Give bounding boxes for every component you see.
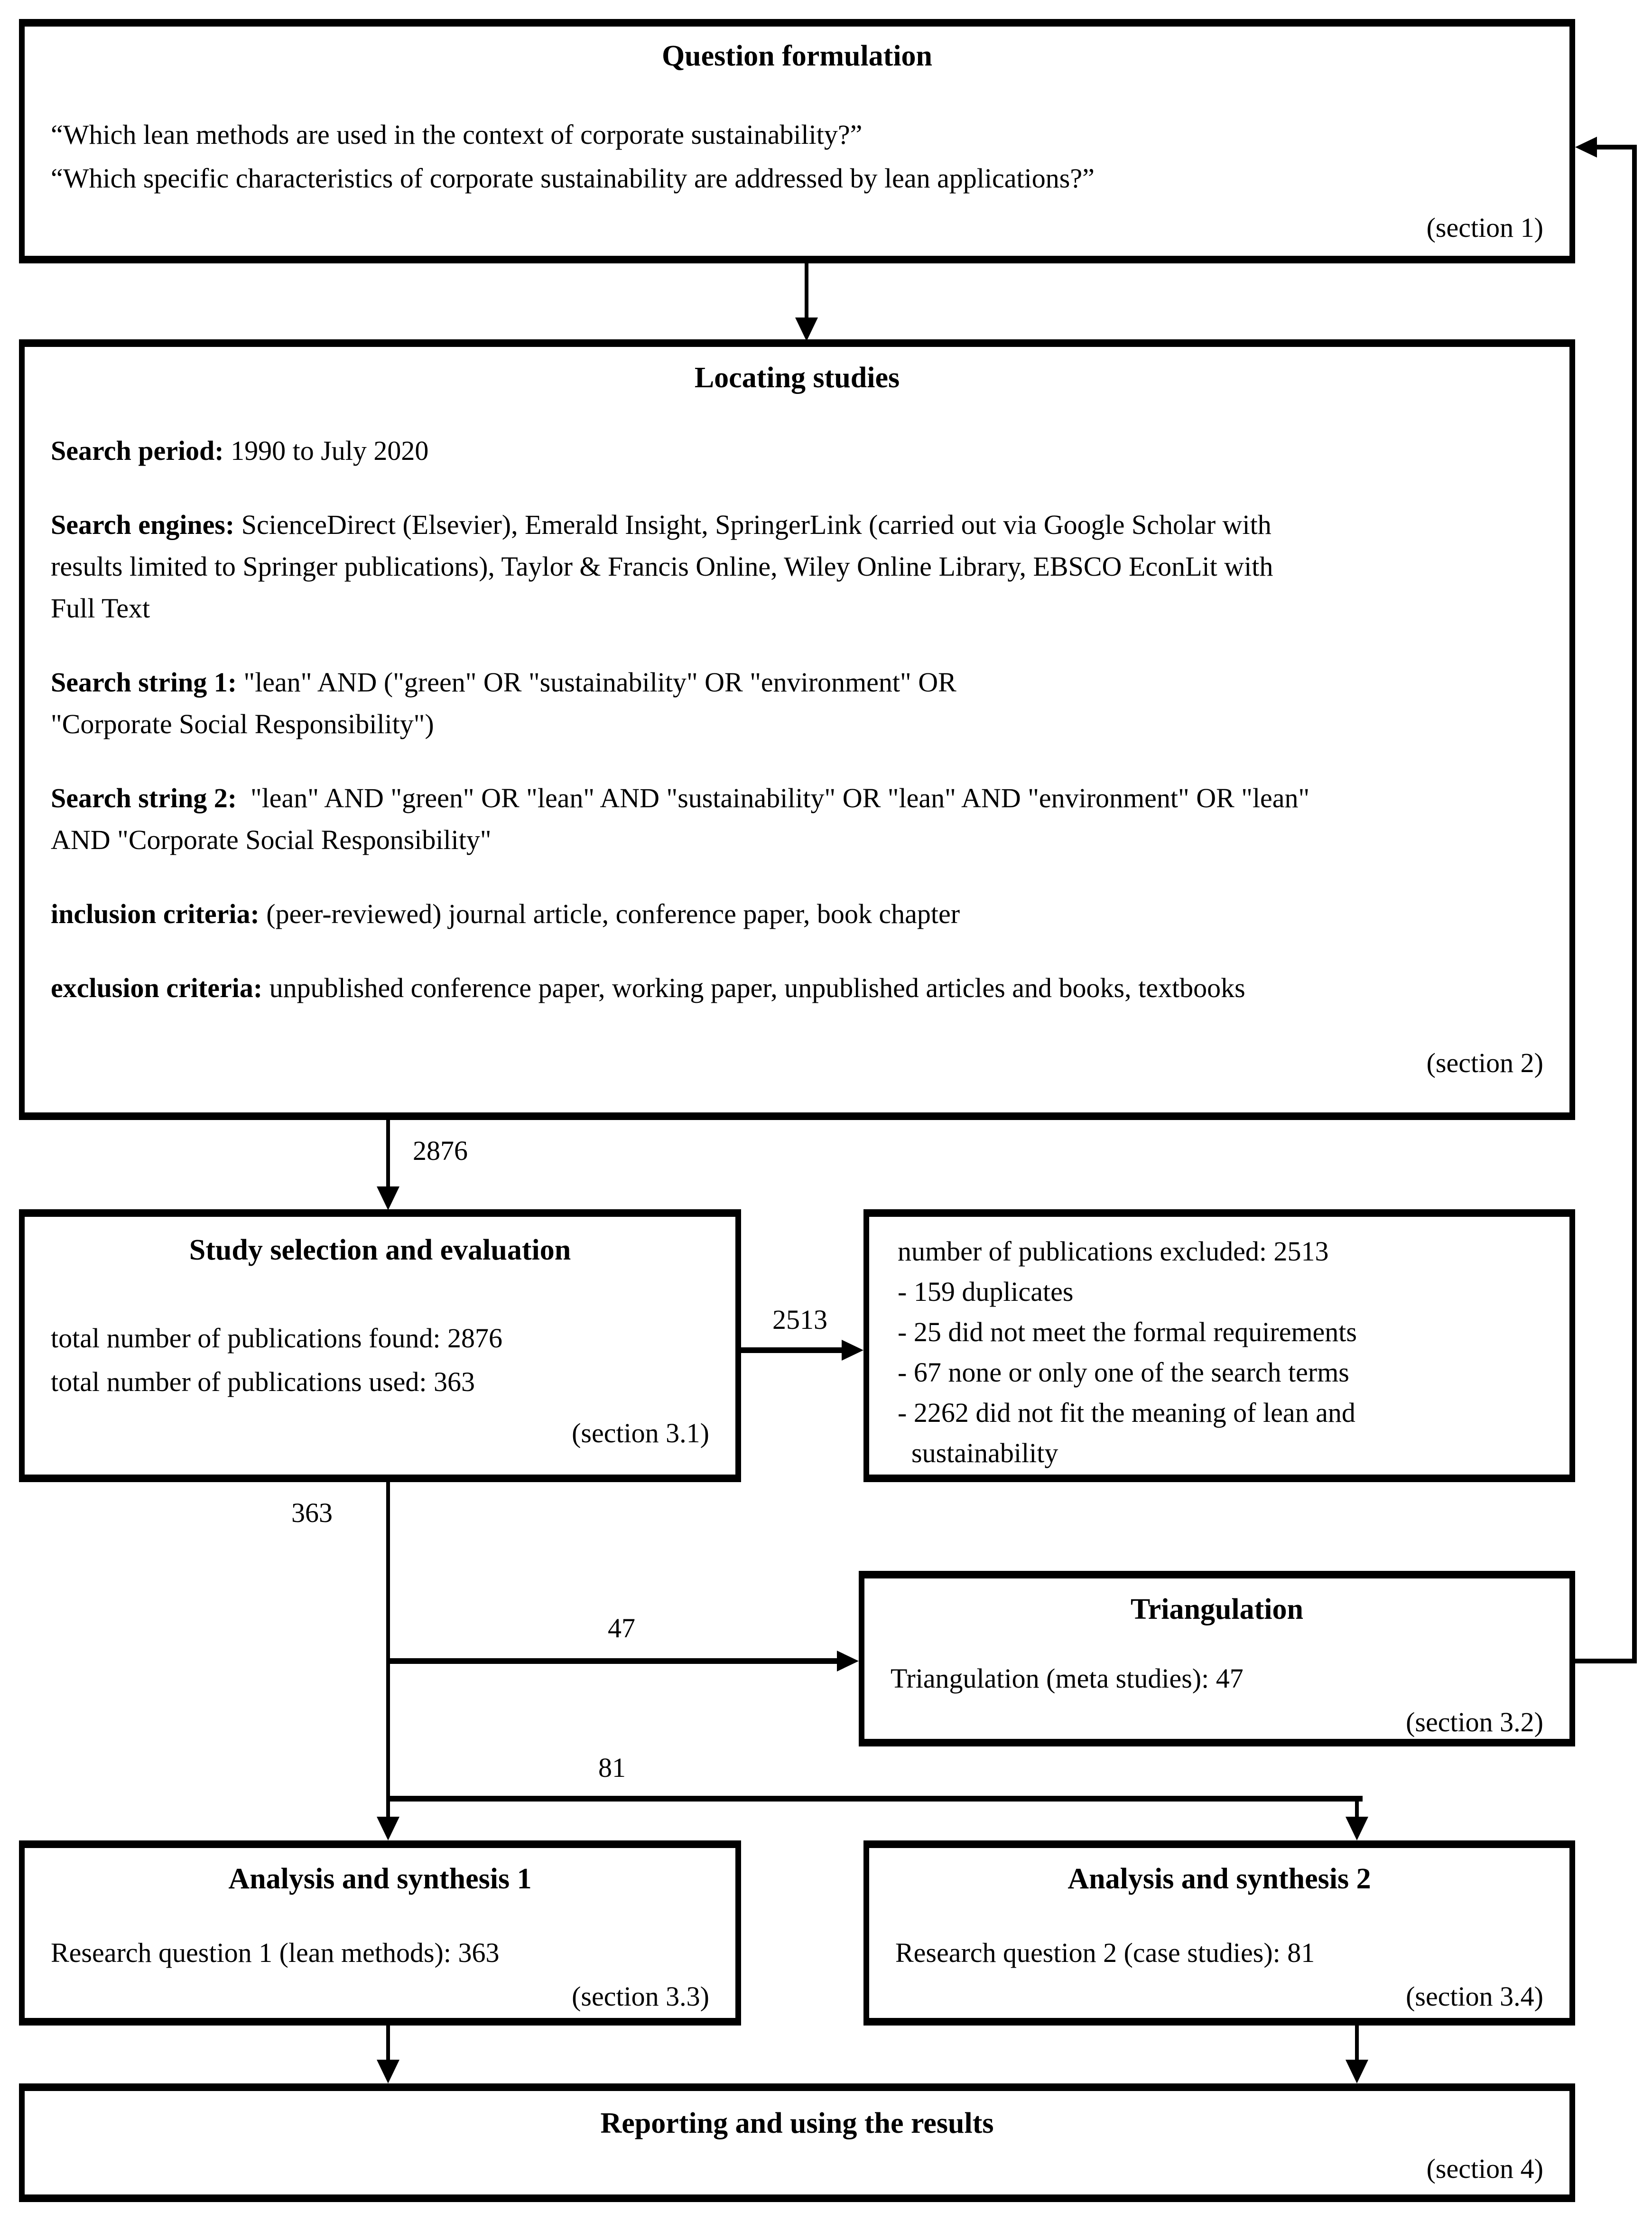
- analysis-1-title: Analysis and synthesis 1: [228, 1863, 532, 1895]
- arrow-analysis1-to-reporting-head: [377, 2060, 399, 2083]
- feedback-bottom-segment: [1575, 1659, 1637, 1663]
- analysis-synthesis-1-box: Analysis and synthesis 1 Research questi…: [19, 1840, 741, 2026]
- excluded-item-meaning-cont: sustainability: [898, 1438, 1058, 1468]
- research-question-1-line: Research question 1 (lean methods): 363: [51, 1937, 500, 1968]
- edge-label-81: 81: [565, 1752, 659, 1783]
- edge-label-363: 363: [273, 1497, 351, 1529]
- branch-81-horizontal: [386, 1796, 1363, 1802]
- branch-left-drop-stem: [386, 1802, 390, 1819]
- publications-used-line: total number of publications used: 363: [51, 1366, 475, 1397]
- arrow-question-to-locating-stem: [805, 263, 808, 317]
- search-engines-line: Search engines: ScienceDirect (Elsevier)…: [51, 509, 1273, 624]
- excluded-item-meaning: - 2262 did not fit the meaning of lean a…: [898, 1397, 1355, 1428]
- section-3-1-ref: (section 3.1): [572, 1418, 709, 1448]
- excluded-publications-box: number of publications excluded: 2513 - …: [863, 1209, 1575, 1482]
- section-4-ref: (section 4): [1426, 2153, 1543, 2184]
- feedback-arrow-head: [1575, 137, 1597, 158]
- section-1-ref: (section 1): [1426, 212, 1543, 243]
- exclusion-criteria-line: exclusion criteria: unpublished conferen…: [51, 972, 1245, 1003]
- study-selection-box: Study selection and evaluation total num…: [19, 1209, 741, 1482]
- research-question-1: “Which lean methods are used in the cont…: [51, 119, 863, 150]
- arrow-selection-to-excluded-head: [842, 1340, 863, 1361]
- feedback-vertical-segment: [1632, 145, 1637, 1663]
- inclusion-criteria-line: inclusion criteria: (peer-reviewed) jour…: [51, 898, 960, 929]
- section-2-ref: (section 2): [1426, 1047, 1543, 1078]
- triangulation-meta-line: Triangulation (meta studies): 47: [891, 1663, 1244, 1694]
- branch-right-drop-head: [1346, 1817, 1368, 1840]
- section-3-4-ref: (section 3.4): [1406, 1981, 1543, 2012]
- analysis-synthesis-2-box: Analysis and synthesis 2 Research questi…: [863, 1840, 1575, 2026]
- arrow-analysis2-to-reporting-head: [1346, 2060, 1368, 2083]
- edge-label-47: 47: [565, 1613, 678, 1644]
- search-period-line: Search period: 1990 to July 2020: [51, 435, 429, 466]
- search-string-2-line: Search string 2: "lean" AND "green" OR "…: [51, 783, 1310, 855]
- arrow-analysis2-to-reporting-stem: [1355, 2026, 1359, 2062]
- arrow-selection-to-excluded-stem: [741, 1347, 843, 1353]
- arrow-to-triangulation-head: [837, 1651, 859, 1671]
- study-selection-title: Study selection and evaluation: [189, 1234, 571, 1266]
- excluded-item-search-terms: - 67 none or only one of the search term…: [898, 1357, 1349, 1388]
- arrow-locating-to-selection-head: [377, 1186, 399, 1210]
- analysis-2-title: Analysis and synthesis 2: [1067, 1863, 1371, 1895]
- question-formulation-box: Question formulation “Which lean methods…: [19, 19, 1575, 263]
- edge-label-2513: 2513: [743, 1304, 857, 1335]
- research-question-2-line: Research question 2 (case studies): 81: [895, 1937, 1315, 1968]
- branch-right-drop-stem: [1355, 1802, 1359, 1819]
- triangulation-box: Triangulation Triangulation (meta studie…: [859, 1571, 1575, 1746]
- triangulation-title: Triangulation: [1130, 1593, 1304, 1625]
- edge-label-2876: 2876: [413, 1135, 468, 1167]
- arrow-to-triangulation-stem: [386, 1658, 838, 1664]
- arrow-question-to-locating-head: [795, 317, 818, 341]
- feedback-top-segment: [1597, 145, 1637, 149]
- research-question-2: “Which specific characteristics of corpo…: [51, 163, 1095, 194]
- search-string-1-line: Search string 1: "lean" AND ("green" OR …: [51, 667, 956, 739]
- question-formulation-title: Question formulation: [661, 40, 933, 72]
- reporting-title: Reporting and using the results: [600, 2107, 994, 2139]
- excluded-item-duplicates: - 159 duplicates: [898, 1276, 1074, 1307]
- arrow-analysis1-to-reporting-stem: [386, 2026, 390, 2062]
- locating-studies-title: Locating studies: [694, 362, 900, 394]
- stem-selection-down: [386, 1482, 390, 1799]
- excluded-heading: number of publications excluded: 2513: [898, 1236, 1329, 1267]
- locating-studies-box: Locating studies Search period: 1990 to …: [19, 339, 1575, 1120]
- excluded-item-formal-requirements: - 25 did not meet the formal requirement…: [898, 1316, 1357, 1347]
- reporting-box: Reporting and using the results (section…: [19, 2083, 1575, 2202]
- branch-left-drop-head: [377, 1817, 399, 1840]
- section-3-3-ref: (section 3.3): [572, 1981, 709, 2012]
- publications-found-line: total number of publications found: 2876: [51, 1323, 503, 1354]
- arrow-locating-to-selection-stem: [386, 1120, 390, 1188]
- section-3-2-ref: (section 3.2): [1406, 1707, 1543, 1737]
